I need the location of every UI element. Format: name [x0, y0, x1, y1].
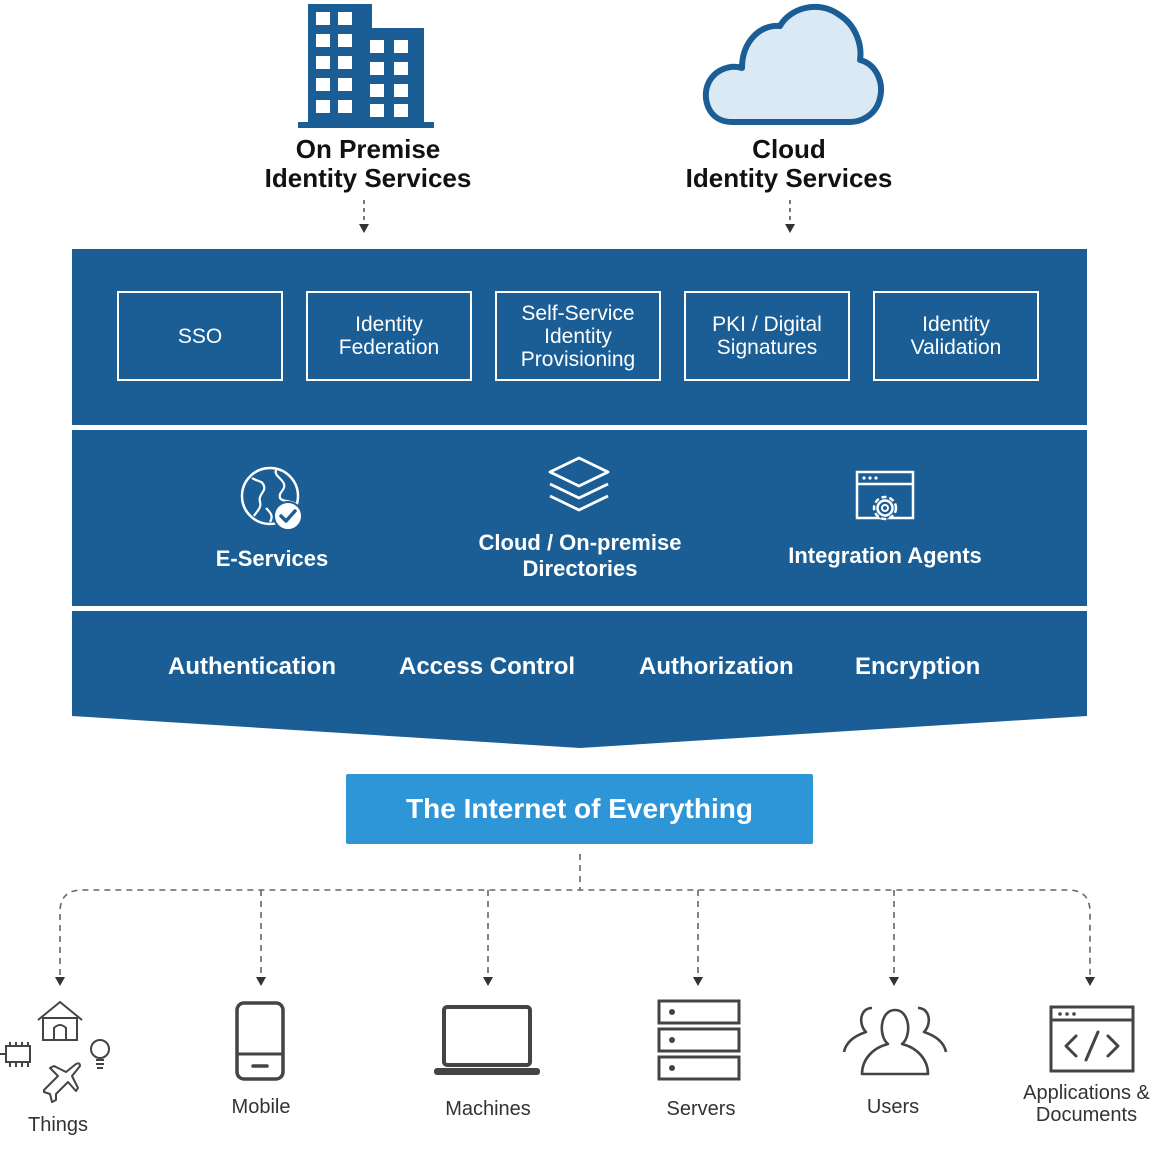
encryption-label: Encryption [855, 653, 981, 680]
laptop-icon [434, 1005, 540, 1075]
e-services-label: E-Services [172, 546, 372, 572]
source-on-premise-title: On Premise Identity Services [228, 135, 508, 193]
access-control-label: Access Control [399, 653, 576, 680]
box-label: Validation [910, 336, 1002, 359]
security-layer [72, 611, 1087, 748]
destination-label-line: Users [866, 1096, 920, 1118]
identity-federation-box: Identity Federation [306, 291, 472, 381]
mid-label-line: Cloud / On-premise [478, 530, 682, 555]
source-cloud-title: Cloud Identity Services [649, 135, 929, 193]
source-title-line: On Premise [295, 134, 441, 164]
window-gear-icon [855, 470, 915, 521]
destination-label-line: Machines [445, 1098, 531, 1120]
authentication-label: Authentication [168, 653, 336, 680]
destination-machines-label: Machines [428, 1098, 548, 1120]
source-title-line: Identity Services [264, 163, 472, 193]
source-title-line: Identity Services [685, 163, 893, 193]
authorization-label: Authorization [639, 653, 794, 680]
destination-mobile-label: Mobile [211, 1096, 311, 1118]
destination-label-line: Documents [1035, 1104, 1138, 1126]
destination-servers-label: Servers [641, 1098, 761, 1120]
identity-services-layer [72, 249, 1087, 425]
code-window-icon [1049, 1005, 1135, 1073]
server-rack-icon [657, 999, 741, 1081]
destination-applications-label: Applications & Documents [1014, 1082, 1159, 1126]
mid-label-line: Integration Agents [788, 543, 982, 568]
globe-check-icon [240, 466, 303, 531]
pki-digital-signatures-box: PKI / Digital Signatures [684, 291, 850, 381]
source-arrows [359, 200, 795, 233]
destination-label-line: Applications & [1023, 1082, 1150, 1104]
directories-label: Cloud / On-premise Directories [430, 530, 730, 582]
layers-icon [548, 456, 610, 512]
box-label: Self-Service [521, 301, 635, 325]
sso-box: SSO [117, 291, 283, 381]
box-label: Identity [544, 324, 612, 348]
cloud-icon [702, 3, 884, 125]
self-service-provisioning-box: Self-Service Identity Provisioning [495, 291, 661, 381]
mid-label-line: E-Services [215, 546, 329, 571]
mobile-phone-icon [235, 1001, 285, 1081]
box-label: SSO [177, 324, 223, 348]
destination-label-line: Things [27, 1114, 89, 1136]
mid-label-line: Directories [522, 556, 638, 581]
box-label: PKI / Digital [712, 313, 822, 336]
users-icon [842, 1006, 948, 1076]
internet-of-everything-hub: The Internet of Everything [346, 774, 813, 844]
box-label: Identity [922, 313, 990, 336]
destination-label-line: Servers [666, 1098, 736, 1120]
box-label: Provisioning [520, 347, 636, 371]
hub-connectors [55, 854, 1095, 986]
box-label: Identity [355, 313, 423, 336]
identity-validation-box: Identity Validation [873, 291, 1039, 381]
destination-label-line: Mobile [231, 1096, 291, 1118]
box-label: Signatures [716, 336, 818, 359]
source-title-line: Cloud [752, 134, 826, 164]
iot-things-icon [0, 1000, 110, 1103]
destination-things-label: Things [8, 1114, 108, 1136]
destination-users-label: Users [833, 1096, 953, 1118]
building-icon [298, 4, 434, 128]
box-label: Federation [338, 336, 440, 359]
integration-agents-label: Integration Agents [750, 543, 1020, 569]
